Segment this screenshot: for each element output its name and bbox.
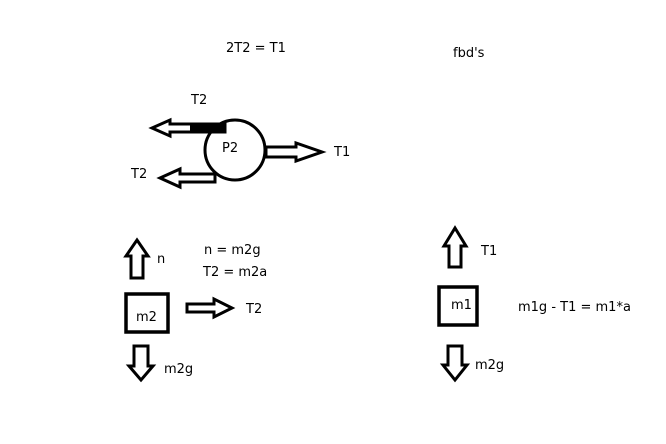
pulley-top-t2-shaft-fill [190,124,224,132]
m2-weight-label: m2g [164,362,194,377]
pulley-t1-arrow [264,140,327,164]
pulley-top-t2-label: T2 [191,93,208,108]
block-m1-label: m1 [451,298,472,313]
pulley-bottom-t2-label: T2 [131,167,148,182]
m2-weight-arrow [125,344,157,383]
m2-motion-equation: T2 = m2a [203,265,268,280]
m1-weight-arrow [439,344,471,383]
block-m1-box [437,285,479,327]
m1-motion-equation: m1g - T1 = m1*a [518,300,631,315]
block-m2-label: m2 [136,310,157,325]
m1-t1-arrow [441,225,469,269]
block-m2-box [124,292,170,334]
m1-weight-label: m2g [475,358,505,373]
m1-t1-label: T1 [481,244,498,259]
pulley-t1-label: T1 [334,145,351,160]
constraint-equation: 2T2 = T1 [226,41,286,56]
page-title: fbd's [453,46,485,61]
m2-t2-arrow [185,296,236,320]
m2-normal-equation: n = m2g [204,243,261,258]
m2-n-arrow [123,237,151,280]
pulley-label: P2 [222,141,239,156]
m2-t2-label: T2 [246,302,263,317]
m2-n-label: n [157,252,166,267]
pulley-bottom-t2-arrow [156,166,217,190]
